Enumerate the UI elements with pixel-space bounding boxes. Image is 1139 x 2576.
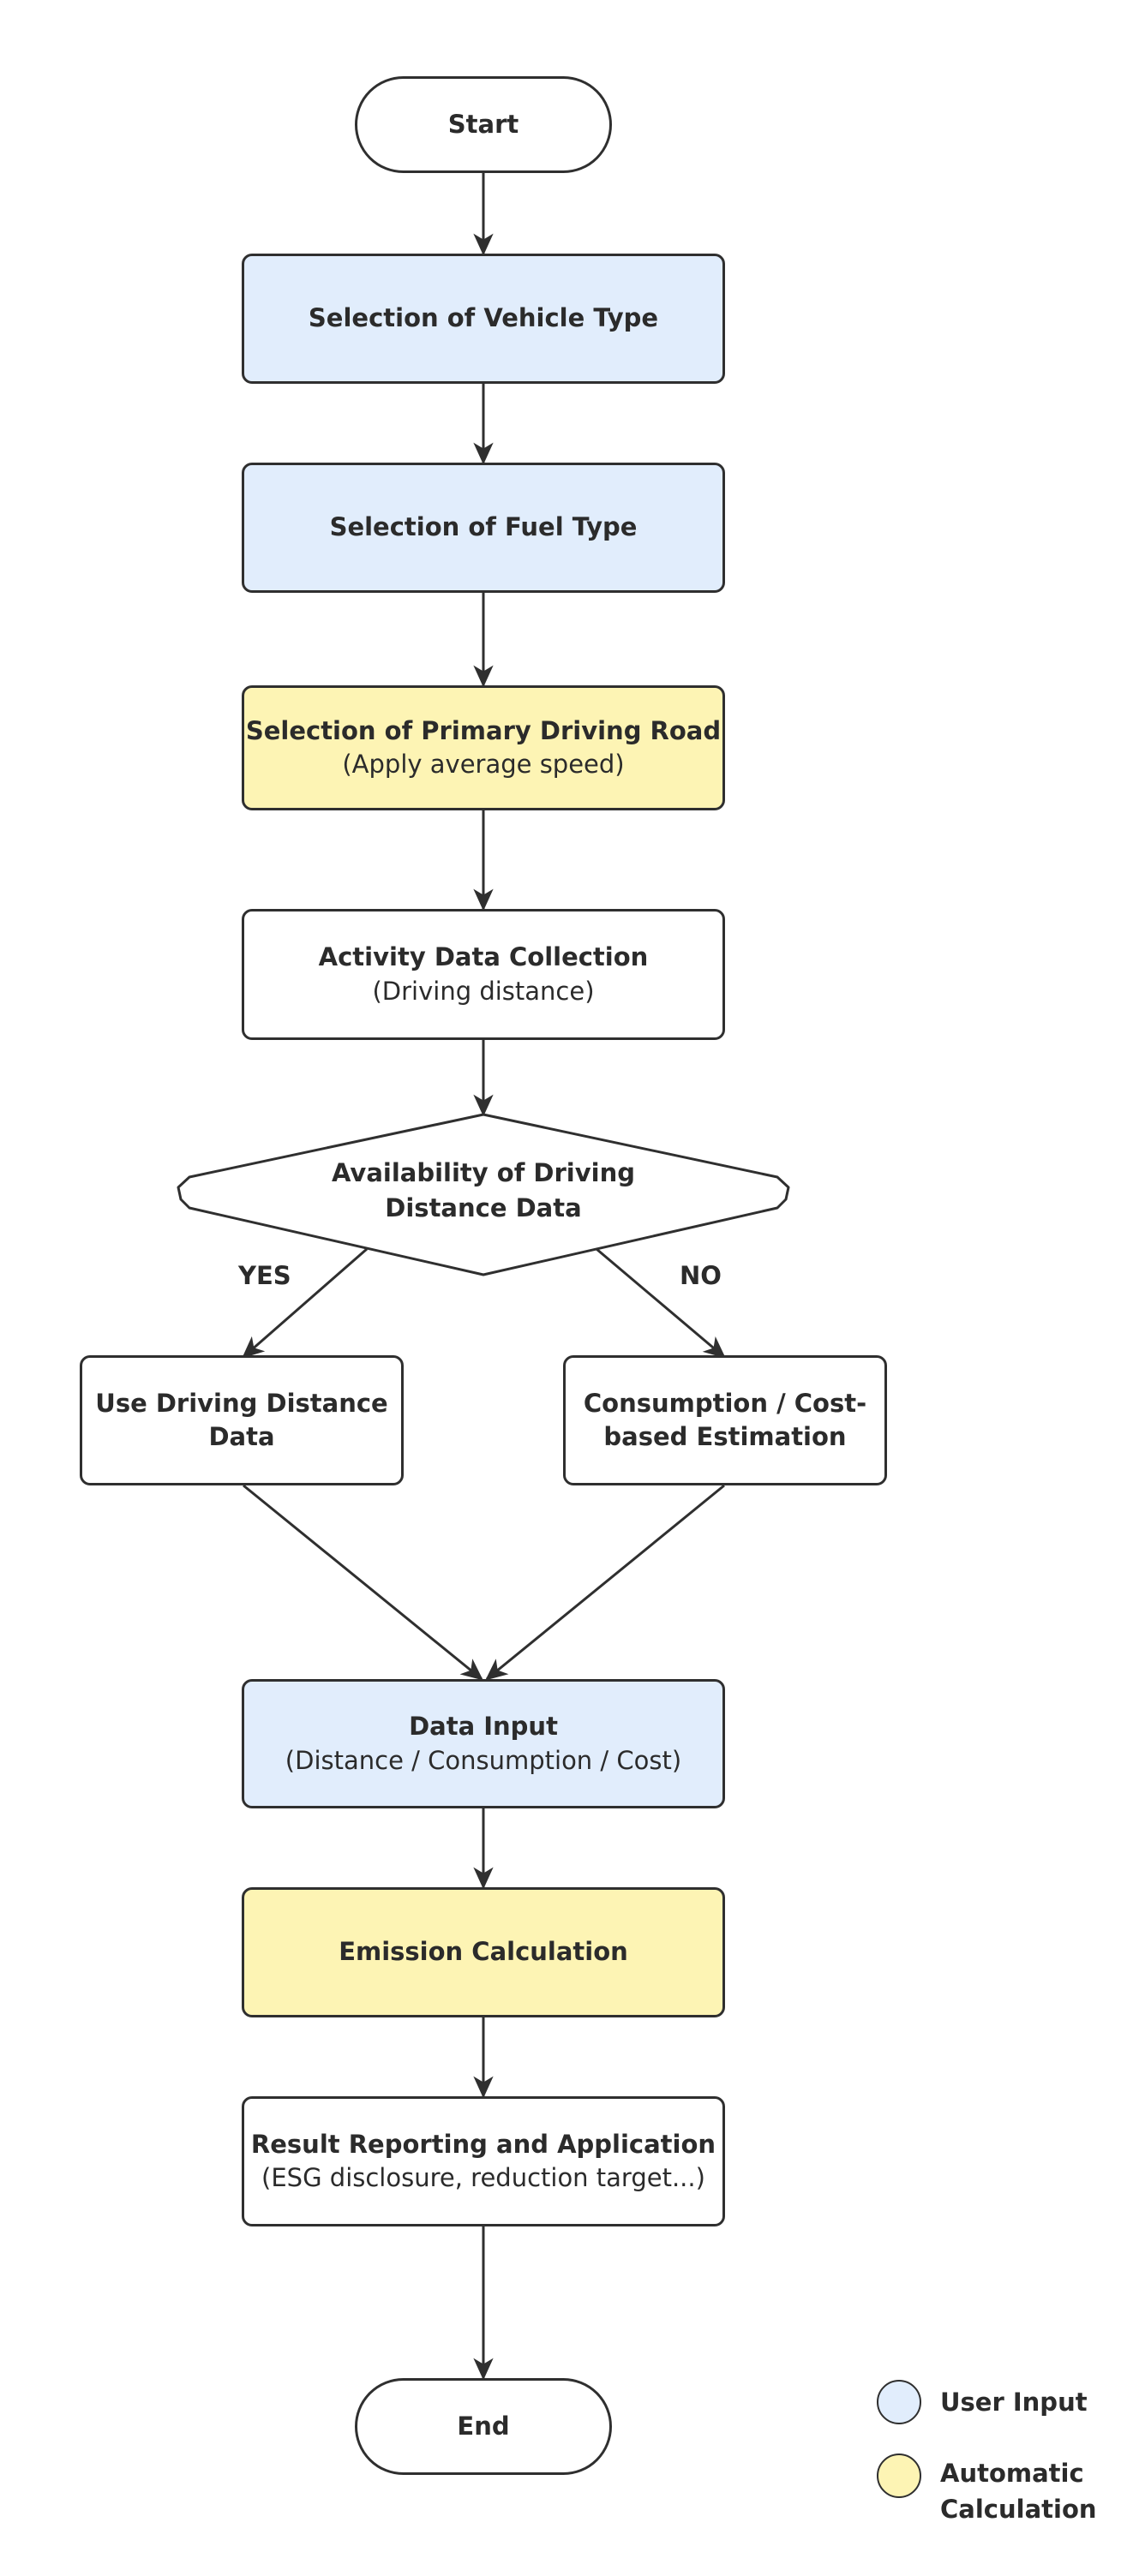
fuel-type-label: Selection of Fuel Type	[329, 512, 638, 542]
vehicle-type-label: Selection of Vehicle Type	[308, 303, 659, 333]
use-distance-line2: Data	[208, 1422, 275, 1451]
legend-automatic-line1: Automatic	[940, 2459, 1084, 2488]
legend-automatic-label: Automatic Calculation	[940, 2455, 1097, 2527]
use-distance-line1: Use Driving Distance	[95, 1388, 388, 1418]
emission-node: Emission Calculation	[242, 1887, 725, 2017]
data-input-node: Data Input (Distance / Consumption / Cos…	[242, 1679, 725, 1808]
arrow-decision-no	[596, 1247, 726, 1359]
driving-road-node: Selection of Primary Driving Road (Apply…	[242, 685, 725, 810]
result-sublabel: (ESG disclosure, reduction target...)	[261, 2163, 705, 2192]
legend-user-input-swatch	[877, 2380, 921, 2424]
use-distance-node: Use Driving Distance Data	[80, 1355, 404, 1485]
legend-user-input-label: User Input	[940, 2388, 1088, 2417]
yes-label: YES	[238, 1261, 291, 1290]
result-node: Result Reporting and Application (ESG di…	[242, 2096, 725, 2226]
activity-data-node: Activity Data Collection (Driving distan…	[242, 909, 725, 1040]
end-label: End	[457, 2411, 510, 2441]
start-node: Start	[355, 76, 612, 173]
consumption-line2: based Estimation	[603, 1422, 847, 1451]
decision-label: Availability of Driving Distance Data	[257, 1148, 710, 1234]
decision-diamond	[177, 1113, 790, 1276]
arrow-use-to-input	[243, 1484, 483, 1681]
driving-road-sublabel: (Apply average speed)	[342, 750, 625, 779]
driving-road-label: Selection of Primary Driving Road	[245, 715, 722, 745]
emission-label: Emission Calculation	[339, 1937, 628, 1967]
legend-automatic-swatch	[877, 2453, 921, 2498]
end-node: End	[355, 2378, 612, 2475]
fuel-type-node: Selection of Fuel Type	[242, 463, 725, 593]
consumption-line1: Consumption / Cost-	[583, 1388, 867, 1418]
activity-data-label: Activity Data Collection	[318, 942, 649, 972]
decision-label-line1: Availability of Driving	[332, 1158, 635, 1188]
no-label: NO	[680, 1261, 722, 1290]
result-label: Result Reporting and Application	[250, 2129, 716, 2159]
start-label: Start	[447, 109, 519, 139]
data-input-sublabel: (Distance / Consumption / Cost)	[285, 1745, 682, 1775]
decision-label-line2: Distance Data	[385, 1193, 582, 1222]
data-input-label: Data Input	[409, 1712, 558, 1742]
arrow-consumption-to-input	[485, 1484, 725, 1681]
vehicle-type-node: Selection of Vehicle Type	[242, 254, 725, 384]
arrow-decision-yes	[242, 1247, 368, 1359]
activity-data-sublabel: (Driving distance)	[372, 976, 595, 1006]
legend-automatic-line2: Calculation	[940, 2495, 1097, 2525]
consumption-node: Consumption / Cost- based Estimation	[563, 1355, 887, 1485]
